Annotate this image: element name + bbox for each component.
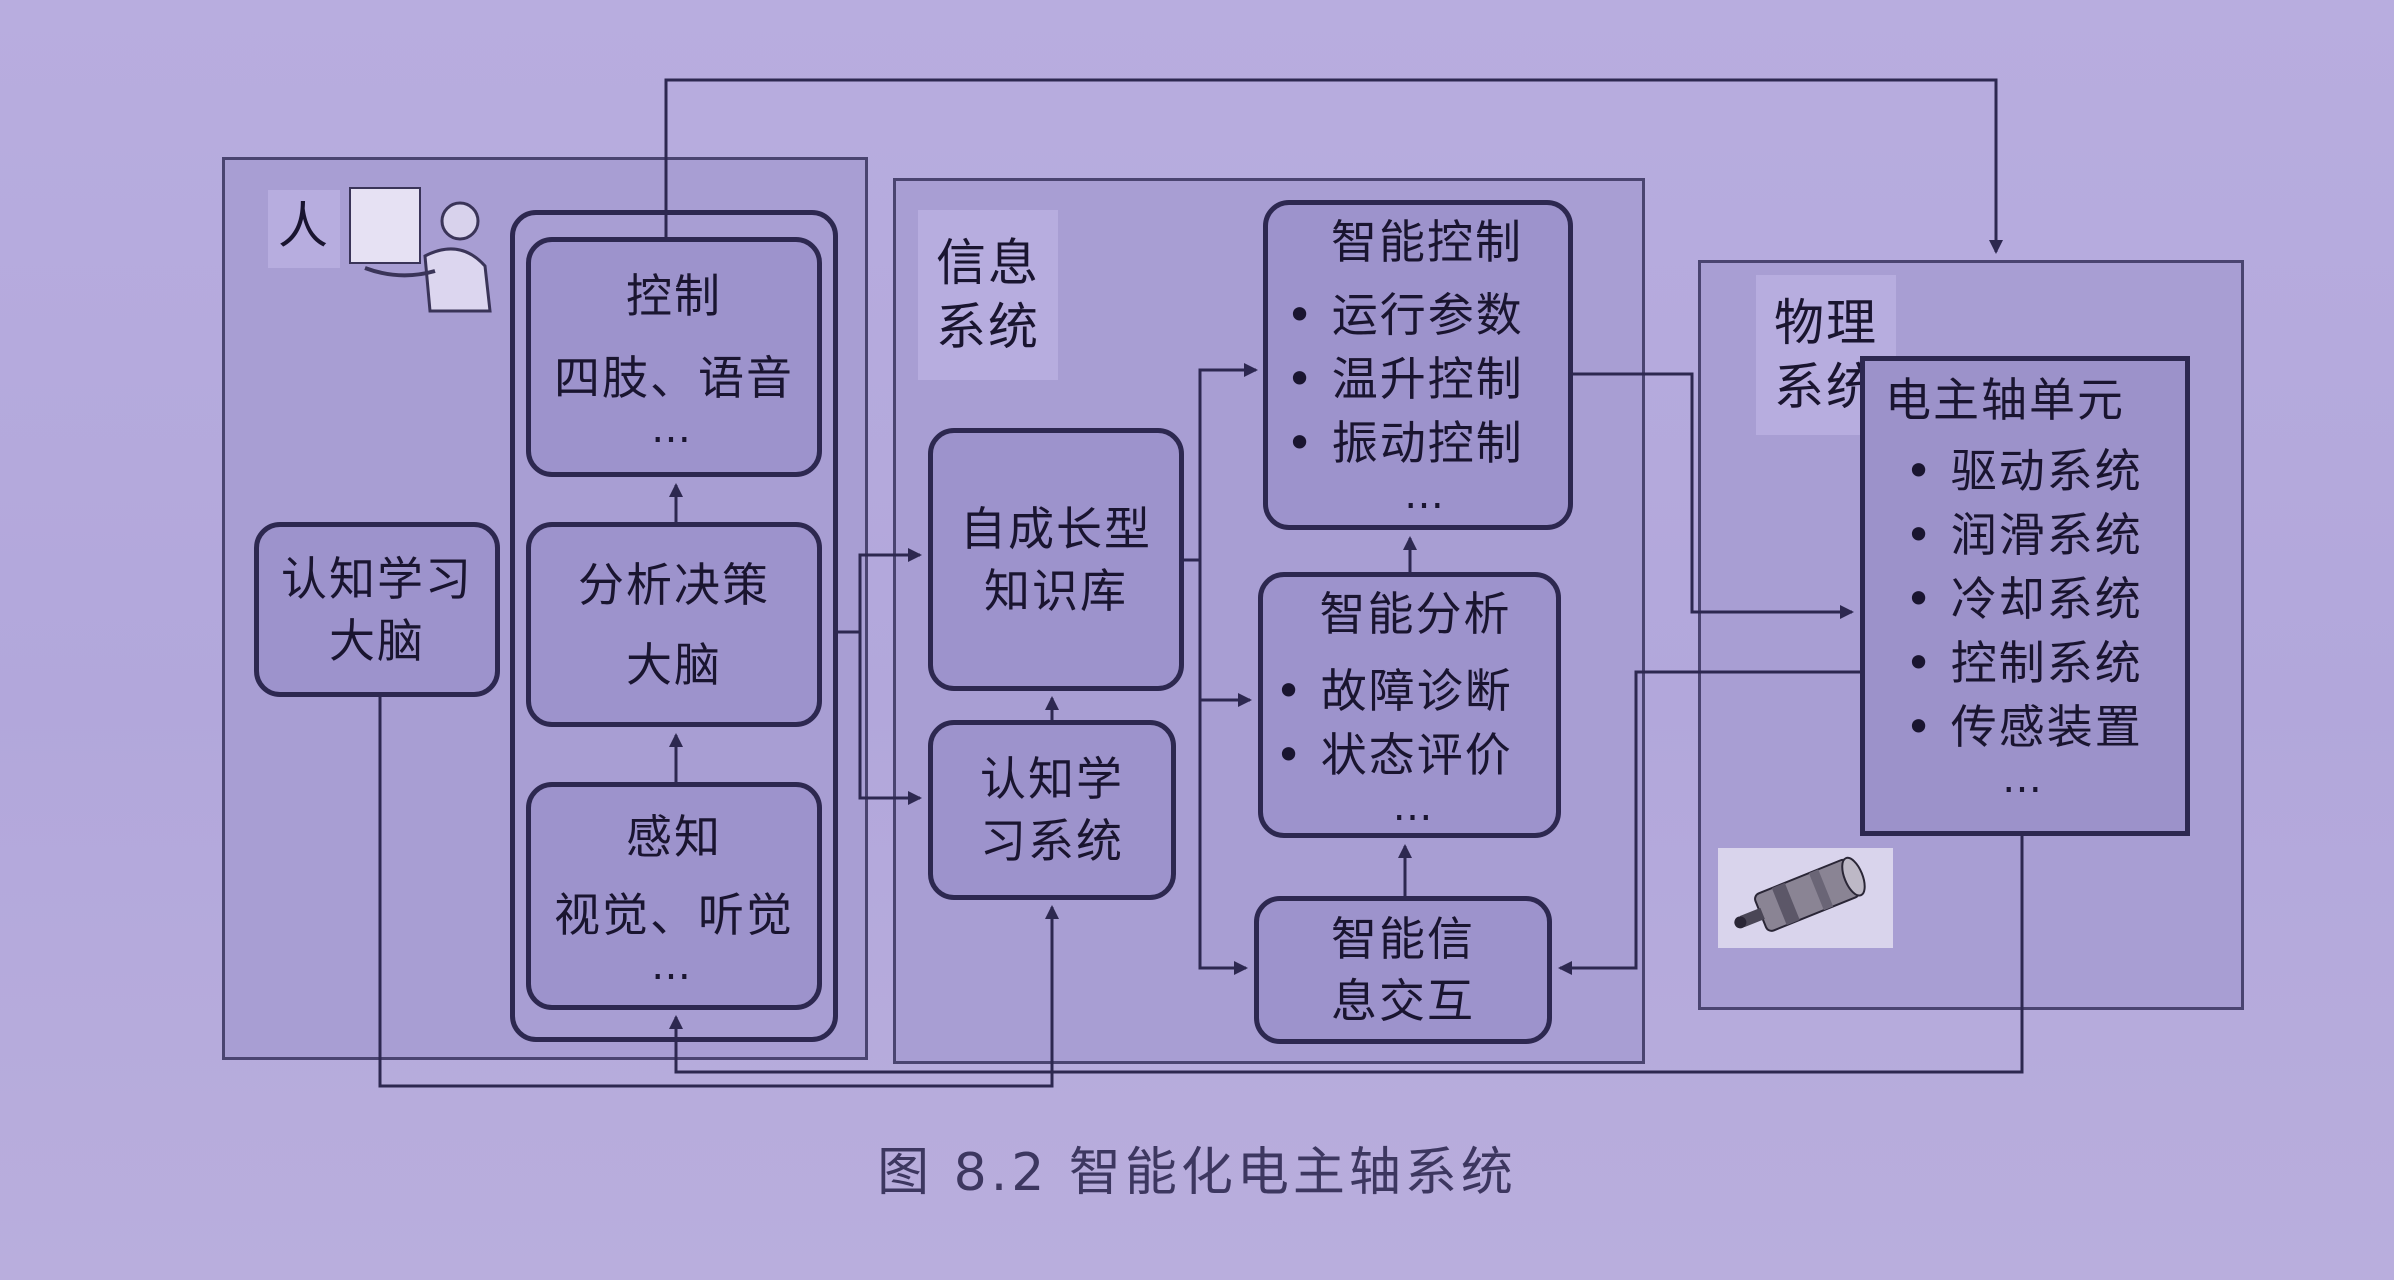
smart-analysis-item-1: • 故障诊断 [1275, 664, 1513, 718]
spindle-unit-item-5: • 传感装置 [1905, 700, 2143, 754]
spindle-unit-box: 电主轴单元 • 驱动系统 • 润滑系统 • 冷却系统 • 控制系统 • 传感装置… [1860, 356, 2190, 836]
spindle-unit-item-1: • 驱动系统 [1905, 444, 2143, 498]
learning-system-line2: 习系统 [980, 814, 1124, 868]
cognitive-brain-line1: 认知学习 [281, 551, 473, 606]
smart-control-item-2: • 温升控制 [1286, 352, 1524, 406]
smart-analysis-more: … [1392, 784, 1439, 830]
control-box: 控制 四肢、语音 … [526, 237, 822, 477]
smart-analysis-item-2: • 状态评价 [1275, 728, 1513, 782]
knowledge-base-box: 自成长型 知识库 [928, 428, 1184, 691]
spindle-unit-title: 电主轴单元 [1885, 373, 2125, 427]
learning-system-line1: 认知学 [980, 752, 1124, 806]
cognitive-brain-box: 认知学习 大脑 [254, 522, 500, 697]
spindle-unit-more: … [2002, 756, 2048, 802]
physical-label-line2: 系统 [1774, 358, 1878, 416]
physical-label-line1: 物理 [1774, 294, 1878, 352]
spindle-unit-item-4: • 控制系统 [1905, 636, 2143, 690]
info-label-line2: 系统 [936, 298, 1040, 356]
spindle-motor-icon [1718, 848, 1893, 948]
analysis-line2: 大脑 [626, 637, 722, 692]
brain-outer-frame [510, 210, 838, 1042]
info-label: 信息 系统 [918, 210, 1058, 380]
info-label-line1: 信息 [936, 234, 1040, 292]
analysis-line1: 分析决策 [578, 557, 770, 612]
human-label-text: 人 [278, 197, 330, 255]
smart-analysis-box: 智能分析 • 故障诊断 • 状态评价 … [1258, 572, 1561, 838]
analysis-box: 分析决策 大脑 [526, 522, 822, 727]
smart-interaction-box: 智能信 息交互 [1254, 896, 1552, 1044]
figure-caption: 图 8.2 智能化电主轴系统 [877, 1143, 1517, 1203]
perception-line: 视觉、听觉 [554, 888, 794, 942]
smart-control-item-3: • 振动控制 [1286, 416, 1524, 470]
smart-control-title: 智能控制 [1331, 215, 1523, 269]
spindle-unit-item-2: • 润滑系统 [1905, 508, 2143, 562]
smart-analysis-title: 智能分析 [1319, 587, 1512, 641]
knowledge-base-line1: 自成长型 [960, 501, 1152, 556]
perception-box: 感知 视觉、听觉 … [526, 782, 822, 1010]
spindle-unit-item-3: • 冷却系统 [1905, 572, 2143, 626]
control-more: … [651, 406, 697, 452]
smart-control-more: … [1404, 472, 1450, 518]
smart-interaction-line2: 息交互 [1331, 974, 1475, 1028]
human-figure-icon [349, 187, 492, 313]
physical-label: 物理 系统 [1756, 275, 1896, 435]
perception-title: 感知 [626, 810, 722, 864]
smart-control-box: 智能控制 • 运行参数 • 温升控制 • 振动控制 … [1263, 200, 1573, 530]
perception-more: … [651, 943, 697, 989]
knowledge-base-line2: 知识库 [984, 563, 1128, 618]
control-title: 控制 [626, 269, 722, 323]
smart-interaction-line1: 智能信 [1331, 912, 1475, 966]
learning-system-box: 认知学 习系统 [928, 720, 1176, 900]
smart-control-item-1: • 运行参数 [1286, 288, 1524, 342]
cognitive-brain-line2: 大脑 [329, 613, 425, 668]
control-line: 四肢、语音 [554, 351, 794, 405]
human-label: 人 [268, 190, 340, 268]
